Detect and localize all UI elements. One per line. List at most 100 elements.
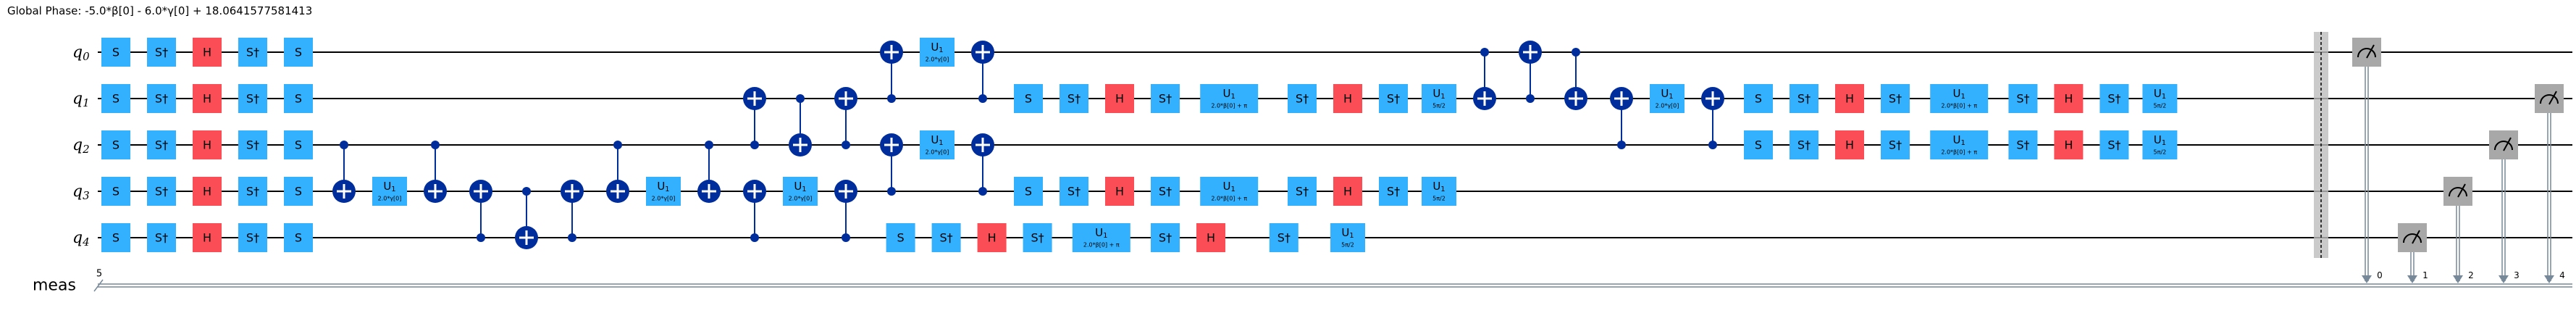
gate-label: U1 xyxy=(2154,87,2166,101)
gate-label: U1 xyxy=(1341,226,1354,240)
control-dot xyxy=(750,141,759,149)
s-gate: S xyxy=(101,130,130,159)
u1-gate: U1 2.0*γ[0] xyxy=(783,177,818,206)
cnot-gate xyxy=(834,87,857,149)
sdg-gate: S† xyxy=(2099,130,2129,159)
h-gate: H xyxy=(193,130,222,159)
control-dot xyxy=(568,233,576,242)
gate-label: H xyxy=(203,185,211,199)
gate-label: S xyxy=(112,138,119,152)
gate-label: U1 xyxy=(794,180,806,193)
gate-label: U1 xyxy=(931,41,943,54)
gate-parameter: 2.0*γ[0] xyxy=(789,196,813,202)
cnot-gate xyxy=(515,187,538,249)
meter-needle xyxy=(2548,91,2557,105)
gate-parameter: 2.0*β[0] + π xyxy=(1211,103,1247,109)
cnot-gate xyxy=(1564,48,1587,110)
gate-label: H xyxy=(1115,92,1124,106)
sdg-gate: S† xyxy=(1379,177,1408,206)
cnot-gate xyxy=(1473,48,1496,110)
gate-label: S† xyxy=(246,185,259,199)
control-dot xyxy=(796,94,805,103)
sdg-gate: S† xyxy=(1060,177,1088,206)
gate-parameter: 2.0*γ[0] xyxy=(378,196,402,202)
meter-icon xyxy=(2540,94,2559,104)
sdg-gate: S† xyxy=(238,177,267,206)
gate-label: S xyxy=(112,92,119,106)
cnot-gate xyxy=(606,141,629,203)
qubit-label: q4 xyxy=(72,229,90,249)
meter-box xyxy=(2352,38,2381,67)
gate-label: H xyxy=(203,231,211,245)
control-dot xyxy=(1708,141,1717,149)
s-gate: S xyxy=(284,130,313,159)
gate-parameter: 2.0*β[0] + π xyxy=(1211,196,1247,202)
meter-box xyxy=(2443,177,2472,206)
s-gate: S xyxy=(101,223,130,252)
cnot-gate xyxy=(789,94,812,157)
meter-icon xyxy=(2494,141,2513,151)
gate-label: S† xyxy=(1296,185,1309,199)
meter-needle xyxy=(2503,137,2512,151)
gate-label: H xyxy=(2064,92,2073,106)
sdg-gate: S† xyxy=(2008,84,2038,113)
gate-label: S† xyxy=(1387,92,1400,106)
gate-label: S xyxy=(295,185,302,199)
gate-parameter: 5π/2 xyxy=(2154,149,2167,156)
meter-icon xyxy=(2357,48,2376,58)
control-dot xyxy=(978,94,987,103)
gate-label: S† xyxy=(155,231,168,245)
sdg-gate: S† xyxy=(2099,84,2129,113)
control-dot xyxy=(431,141,440,149)
measure-gate: 2 xyxy=(2443,177,2474,283)
s-gate: S xyxy=(284,223,313,252)
h-gate: H xyxy=(1835,84,1864,113)
gate-parameter: 5π/2 xyxy=(1341,242,1354,249)
s-gate: S xyxy=(1014,84,1043,113)
gate-label: S† xyxy=(246,92,259,106)
cnot-gate xyxy=(743,180,766,242)
qubit-label: q2 xyxy=(72,136,90,157)
u1-gate: U12.0*β[0] + π xyxy=(1072,223,1130,252)
u1-gate: U12.0*γ[0] xyxy=(920,130,955,159)
sdg-gate: S† xyxy=(238,84,267,113)
meter-icon xyxy=(2403,233,2422,243)
gate-label: U1 xyxy=(1432,87,1445,101)
control-dot xyxy=(887,94,896,103)
control-dot xyxy=(1480,48,1489,57)
measure-gate: 0 xyxy=(2352,38,2383,283)
qubit-label: q3 xyxy=(72,183,90,203)
h-gate: H xyxy=(1333,84,1362,113)
sdg-gate: S† xyxy=(2008,130,2038,159)
clbit-index: 3 xyxy=(2514,270,2520,280)
gate-label: S† xyxy=(940,231,953,245)
gate-label: U1 xyxy=(1432,180,1445,193)
gate-label: S† xyxy=(246,231,259,245)
gate-label: U1 xyxy=(931,133,943,147)
sdg-gate: S† xyxy=(1881,84,1910,113)
gate-label: S† xyxy=(1387,185,1400,199)
h-gate: H xyxy=(1835,130,1864,159)
gate-label: S† xyxy=(246,46,259,59)
gate-label: S† xyxy=(1797,92,1811,106)
measure-arrow xyxy=(2499,275,2509,283)
register-size: 5 xyxy=(96,269,102,280)
h-gate: H xyxy=(1105,177,1134,206)
h-gate: H xyxy=(2054,84,2084,113)
u1-gate: U12.0*γ[0] xyxy=(646,177,681,206)
sdg-gate: S† xyxy=(238,130,267,159)
s-gate: S xyxy=(101,84,130,113)
gate-label: U1 xyxy=(657,180,669,193)
sdg-gate: S† xyxy=(1269,223,1299,252)
gate-label: S xyxy=(112,231,119,245)
gate-label: S† xyxy=(2107,92,2120,106)
sdg-gate: S† xyxy=(1288,84,1317,113)
meter-box xyxy=(2535,84,2564,113)
h-gate: H xyxy=(193,38,222,67)
u1-gate: U12.0*γ[0] xyxy=(1650,84,1685,113)
gate-label: S† xyxy=(1067,92,1081,106)
gate-label: S xyxy=(112,46,119,59)
meter-box xyxy=(2398,223,2427,252)
